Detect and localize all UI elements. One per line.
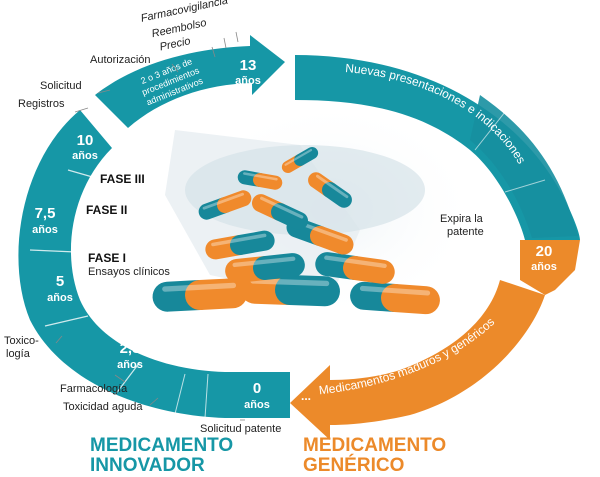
dots-label: ...	[301, 389, 311, 403]
svg-text:años: años	[117, 359, 143, 371]
autorizacion-label: Autorización	[90, 54, 151, 66]
toxicologia-label-1: Toxico-	[4, 335, 39, 347]
svg-text:2,5: 2,5	[120, 340, 141, 357]
capsules-group	[152, 147, 440, 315]
ensayos-clinicos-label: Ensayos clínicos	[88, 266, 170, 278]
capsule	[350, 281, 440, 315]
innovador-timeline-arc	[18, 110, 290, 418]
capsule	[237, 170, 283, 190]
capsule	[205, 230, 275, 260]
toxicidad-aguda-label: Toxicidad aguda	[63, 401, 143, 413]
medicamentos-maduros-arrow	[290, 280, 545, 440]
farmacologia-label: Farmacología	[60, 383, 128, 395]
milestone-5: 5 años	[47, 273, 73, 304]
innovador-title-1: MEDICAMENTO	[90, 435, 233, 456]
registros-label: Registros	[18, 98, 65, 110]
procedures-arrow	[95, 35, 285, 128]
milestone-7-5: 7,5 años	[32, 205, 58, 236]
svg-text:0: 0	[253, 380, 261, 397]
capsule	[198, 190, 252, 220]
svg-text:5: 5	[56, 273, 64, 290]
phase-3-label: FASE III	[100, 172, 145, 186]
svg-text:años: años	[235, 75, 261, 87]
innovador-title-2: INNOVADOR	[90, 455, 205, 476]
generico-title-2: GENÉRICO	[303, 454, 404, 476]
nuevas-presentaciones-arrow	[295, 55, 580, 240]
milestone-2-5: 2,5 años	[117, 340, 143, 371]
milestone-20: 20 años	[531, 243, 557, 273]
svg-text:años: años	[72, 150, 98, 162]
capsule	[152, 278, 248, 312]
phase-1-label: FASE I	[88, 251, 126, 265]
year-20-box	[520, 240, 580, 295]
svg-text:años: años	[244, 399, 270, 411]
capsule	[240, 273, 340, 307]
milestone-10: 10 años	[72, 132, 98, 162]
milestone-0: 0 años	[244, 380, 270, 411]
milestone-13: 13 años	[235, 57, 261, 87]
expira-label-1: Expira la	[440, 213, 484, 225]
svg-text:7,5: 7,5	[35, 205, 56, 222]
svg-text:10: 10	[77, 132, 94, 149]
capsule	[315, 252, 395, 284]
svg-text:años: años	[47, 292, 73, 304]
capsule	[281, 147, 319, 173]
svg-text:años: años	[531, 261, 557, 273]
solicitud-patente-label: Solicitud patente	[200, 423, 281, 435]
capsule	[251, 194, 309, 230]
capsule	[308, 172, 352, 208]
svg-text:años: años	[32, 224, 58, 236]
label-ticks	[55, 31, 245, 421]
svg-text:13: 13	[240, 57, 257, 74]
generico-title-1: MEDICAMENTO	[303, 435, 446, 456]
phase-2-label: FASE II	[86, 203, 127, 217]
expira-label-2: patente	[447, 226, 484, 238]
svg-text:20: 20	[536, 243, 553, 260]
capsule	[225, 253, 305, 283]
solicitud-label: Solicitud	[40, 80, 82, 92]
toxicologia-label-2: logía	[6, 348, 31, 360]
